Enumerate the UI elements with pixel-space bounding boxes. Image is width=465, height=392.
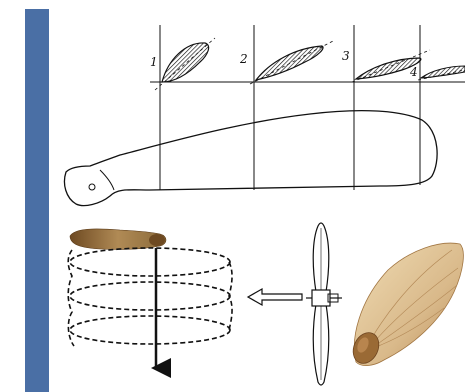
airfoil-section-2	[256, 46, 323, 80]
section-label-2: 2	[239, 52, 248, 66]
falling-seed-nut	[149, 234, 165, 246]
helix-loop-2	[70, 282, 230, 310]
spinning-seed-helix-icon	[68, 229, 232, 368]
maple-samara-seed-icon	[348, 243, 463, 367]
helix-loop-1	[70, 248, 230, 276]
section-label-3: 3	[342, 49, 350, 63]
airfoil-section-4	[421, 66, 465, 78]
propeller-icon	[306, 223, 342, 385]
blade-planform-outline	[64, 111, 437, 206]
airfoil-section-1	[162, 43, 209, 82]
left-arrow-icon	[248, 289, 302, 305]
helix-loop-3	[70, 316, 230, 344]
blade-hub-curve	[100, 170, 114, 190]
blade-planform-figure: 1 2 3 4	[64, 25, 465, 206]
section-label-4: 4	[409, 65, 418, 79]
hub-hole	[89, 184, 95, 190]
section-label-1: 1	[150, 55, 158, 69]
